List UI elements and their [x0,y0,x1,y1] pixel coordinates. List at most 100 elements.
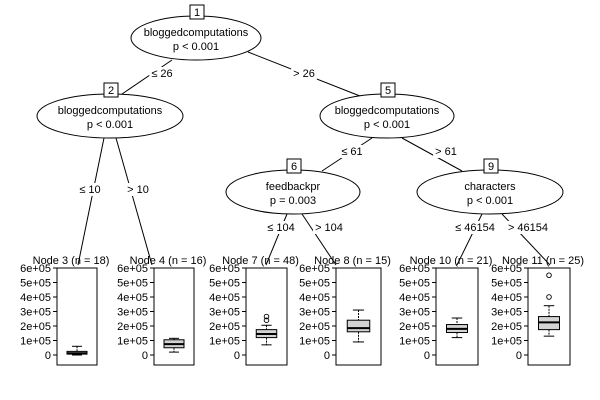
y-tick-label: 4e+05 [399,292,430,304]
edge-label-1-2: ≤ 26 [151,68,172,80]
y-tick-label: 6e+05 [399,263,430,275]
edge-label-bg [291,67,317,80]
node-p-value: p < 0.001 [87,119,133,131]
y-tick-label: 2e+05 [209,321,240,333]
y-tick-label: 4e+05 [491,292,522,304]
node-id-box [103,82,119,98]
edge-label-bg [313,221,345,234]
y-tick-label: 3e+05 [491,307,522,319]
y-tick-label: 5e+05 [209,278,240,290]
edge-label-6-8: > 104 [315,222,343,234]
terminal-node-11: Node 11 (n = 25)01e+052e+053e+054e+055e+… [491,255,584,366]
y-tick-label: 1e+05 [299,336,330,348]
y-tick-label: 0 [324,350,330,362]
y-tick-label: 0 [234,350,240,362]
edge-6-8 [301,213,337,266]
y-tick-label: 0 [516,350,522,362]
y-tick-label: 5e+05 [20,278,51,290]
edge-label-9-11: > 46154 [508,222,548,234]
y-tick-label: 1e+05 [399,336,430,348]
y-tick-label: 2e+05 [399,321,430,333]
y-tick-label: 5e+05 [299,278,330,290]
boxplot [446,317,468,339]
boxplot-frame [56,267,98,366]
tree-edges: ≤ 26> 26≤ 10> 10≤ 61> 61≤ 104> 104≤ 4615… [77,51,551,266]
edge-2-4 [115,137,153,266]
edge-5-9 [401,137,463,172]
boxplot-frame [245,267,288,366]
node-id-box [380,82,396,98]
terminal-node-title: Node 10 (n = 21) [410,255,493,267]
y-tick-label: 4e+05 [299,292,330,304]
y-tick-label: 4e+05 [20,292,51,304]
node-id: 9 [488,161,494,173]
terminal-node-panels: Node 3 (n = 18) 0 1e+05 2e+05 3e+05 4e+05 5e+0… [20,255,584,366]
y-tick-label: 6e+05 [20,263,51,275]
node-id: 6 [291,161,297,173]
y-tick-label: 1e+05 [117,336,148,348]
terminal-node-title: Node 11 (n = 25) [502,255,584,267]
y-tick-label: 0 [45,350,51,362]
y-tick-label: 3e+05 [299,307,330,319]
y-tick-label: 3e+05 [209,307,240,319]
node-id-box [483,158,499,174]
y-tick-label: 0 [424,350,430,362]
edge-label-5-6: ≤ 61 [341,146,362,158]
y-tick-label: 5e+05 [117,278,148,290]
node-p-value: p < 0.001 [364,119,410,131]
y-tick-label: 6e+05 [117,263,148,275]
node-p-value: p < 0.001 [467,195,513,207]
node-variable: bloggedcomputations [335,105,440,117]
node-id-box [286,158,302,174]
node-variable: bloggedcomputations [144,27,249,39]
y-tick-label: 3e+05 [20,307,51,319]
terminal-node-title: Node 3 (n = 18) [33,255,110,267]
node-variable: characters [464,181,516,193]
y-tick-label: 5e+05 [399,278,430,290]
y-axis: 0 1e+05 2e+05 3e+05 4e+05 5e+05 6e+05 [399,263,436,362]
boxplot [163,337,185,353]
terminal-node-8: Node 8 (n = 15)01e+052e+053e+054e+055e+0… [299,255,391,366]
y-tick-label: 1e+05 [20,336,51,348]
node-p-value: p = 0.003 [270,195,316,207]
y-tick-label: 1e+05 [209,336,240,348]
iqr-box [346,319,371,333]
outlier-point [263,317,270,323]
y-tick-label: 3e+05 [399,307,430,319]
edge-label-bg [339,145,365,158]
terminal-node-10: Node 10 (n = 21) 0 1e+05 2e+05 3e+05 4e+05 5e+… [399,255,493,366]
terminal-node-7: Node 7 (n = 48)01e+052e+053e+054e+055e+0… [209,255,299,366]
y-tick-label: 3e+05 [117,307,148,319]
edge-label-bg [505,221,551,234]
edge-label-bg [265,221,297,234]
terminal-node-4: Node 4 (n = 16)01e+052e+053e+054e+055e+0… [117,255,206,366]
y-tick-label: 2e+05 [117,321,148,333]
edge-label-bg [433,145,459,158]
y-tick-label: 5e+05 [491,278,522,290]
boxplot-frame [435,267,479,366]
y-tick-label: 6e+05 [299,263,330,275]
edge-label-1-5: > 26 [293,68,315,80]
edge-label-2-3: ≤ 10 [79,184,100,196]
boxplot [346,309,371,343]
edge-label-2-4: > 10 [127,184,149,196]
node-variable: bloggedcomputations [58,105,163,117]
edge-2-3 [77,137,105,266]
node-id-box [189,4,205,20]
y-tick-label: 0 [142,350,148,362]
terminal-node-3: Node 3 (n = 18)01e+052e+053e+054e+055e+0… [20,255,110,366]
edge-1-2 [121,59,173,95]
edge-label-9-10: ≤ 46154 [455,222,495,234]
edge-label-bg [453,221,497,234]
outlier-point [546,294,552,300]
